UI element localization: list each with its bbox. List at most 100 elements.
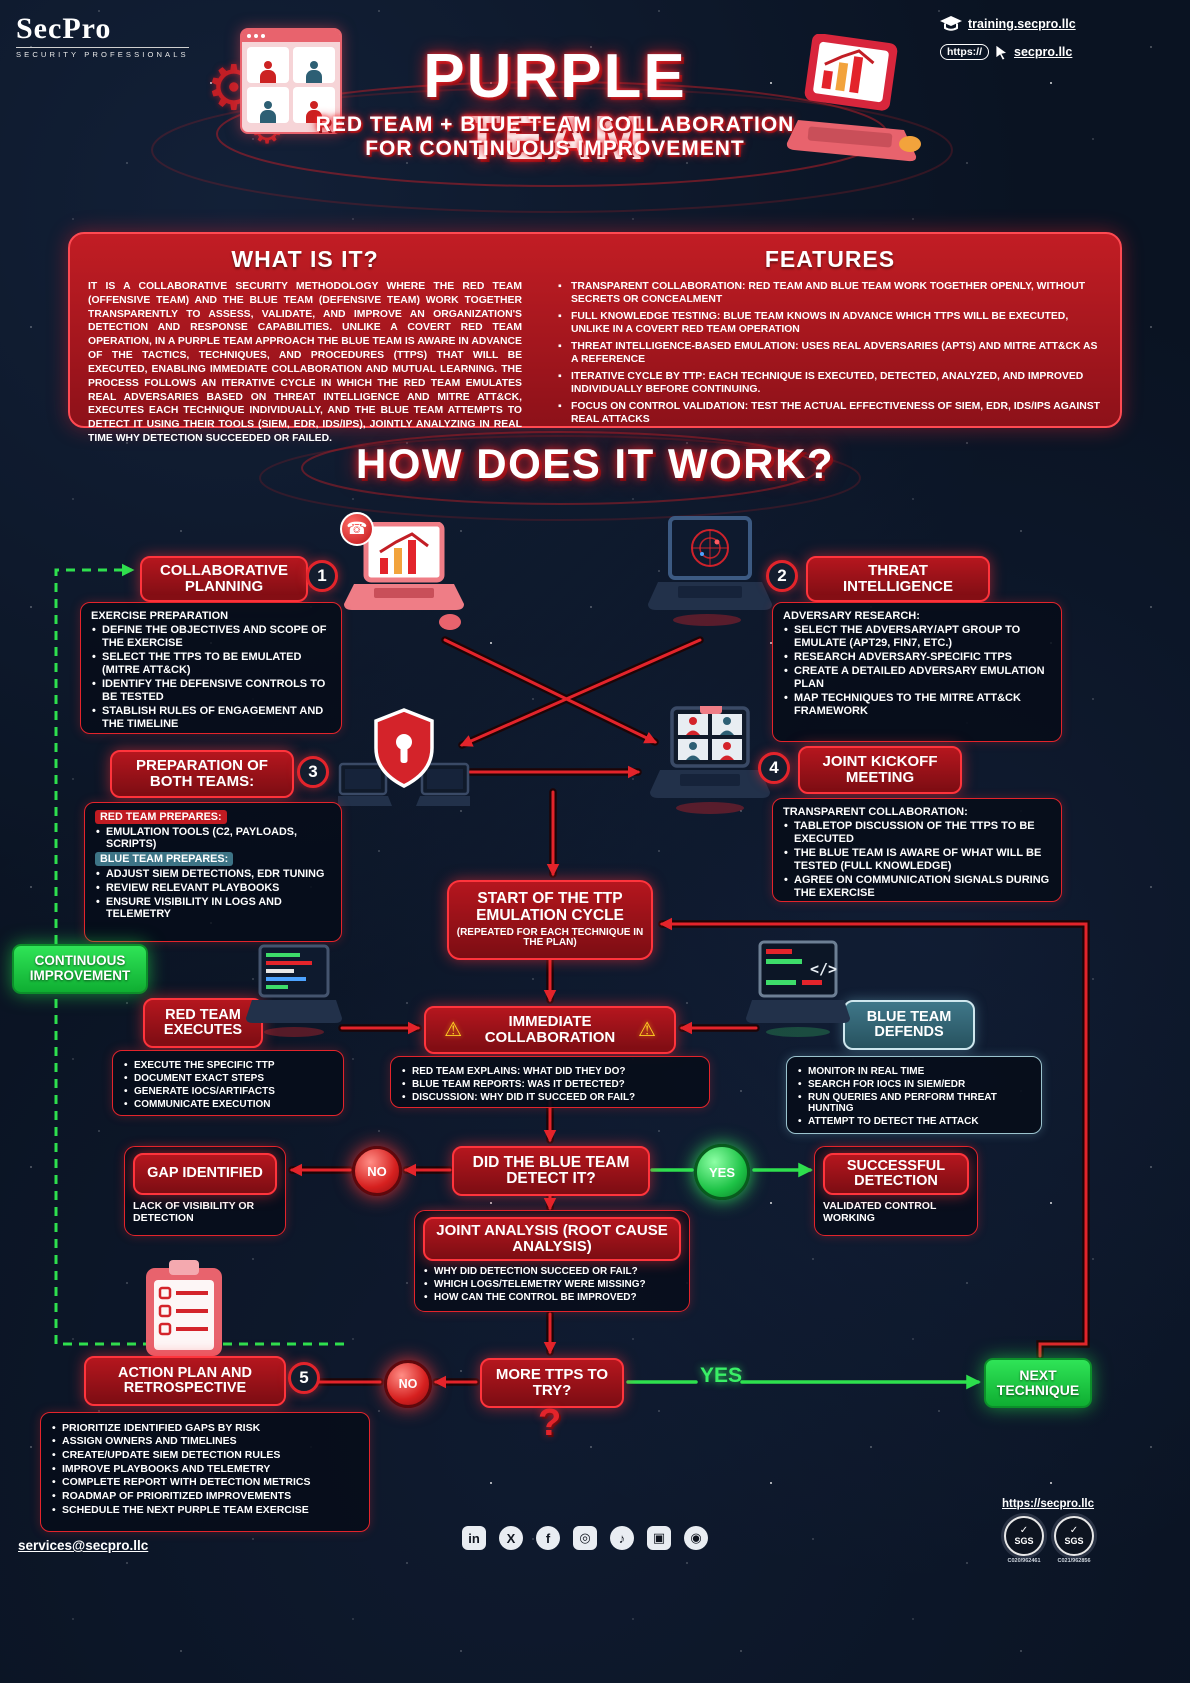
yes-label-more: YES (700, 1364, 743, 1387)
https-chip: https:// (940, 44, 989, 60)
linkedin-icon[interactable]: in (462, 1526, 486, 1550)
feature-item: THREAT INTELLIGENCE-BASED EMULATION: USE… (558, 340, 1102, 366)
gap-identified-title: GAP IDENTIFIED (133, 1153, 277, 1195)
step3-blue-items: ADJUST SIEM DETECTIONS, EDR TUNINGREVIEW… (95, 868, 331, 921)
successful-detection-title: SUCCESSFUL DETECTION (823, 1153, 969, 1195)
features-title: FEATURES (764, 246, 896, 272)
red-team-items: EXECUTE THE SPECIFIC TTPDOCUMENT EXACT S… (123, 1060, 333, 1111)
badge-org: SGS (1064, 1536, 1084, 1546)
step4-detail-box: TRANSPARENT COLLABORATION: TABLETOP DISC… (772, 798, 1062, 902)
list-item: ROADMAP OF PRIORITIZED IMPROVEMENTS (51, 1490, 359, 1502)
immediate-collaboration-title: IMMEDIATE COLLABORATION (484, 1013, 616, 1046)
step4-items: TABLETOP DISCUSSION OF THE TTPS TO BE EX… (783, 820, 1051, 900)
gap-identified-box: GAP IDENTIFIED LACK OF VISIBILITY OR DET… (124, 1146, 286, 1236)
list-item: EXECUTE THE SPECIFIC TTP (123, 1060, 333, 1072)
page-subtitle-2: FOR CONTINUOUS IMPROVEMENT (365, 137, 745, 160)
collaboration-detail-box: RED TEAM EXPLAINS: WHAT DID THEY DO?BLUE… (390, 1056, 710, 1108)
list-item: TABLETOP DISCUSSION OF THE TTPS TO BE EX… (783, 820, 1051, 846)
cycle-start-title: START OF THE TTP EMULATION CYCLE (476, 890, 624, 924)
email-link[interactable]: services@secpro.llc (18, 1538, 149, 1553)
list-item: ATTEMPT TO DETECT THE ATTACK (797, 1116, 1031, 1128)
certification-badges: ✓SGS C020/962461 ✓SGS C021/962856 (1004, 1516, 1094, 1564)
step2-detail-box: ADVERSARY RESEARCH: SELECT THE ADVERSARY… (772, 602, 1062, 742)
gap-identified-subtitle: LACK OF VISIBILITY OR DETECTION (133, 1200, 255, 1225)
continuous-improvement-box: CONTINUOUS IMPROVEMENT (12, 944, 148, 994)
what-is-it-title: WHAT IS IT? (231, 246, 379, 272)
list-item: AGREE ON COMMUNICATION SIGNALS DURING TH… (783, 874, 1051, 900)
feature-item: TRANSPARENT COLLABORATION: RED TEAM AND … (558, 280, 1102, 306)
list-item: CREATE/UPDATE SIEM DETECTION RULES (51, 1449, 359, 1461)
site-link-text[interactable]: secpro.llc (1014, 45, 1073, 59)
clipboard-icon (138, 1258, 230, 1367)
more-ttps-question-box: MORE TTPS TO TRY? (480, 1358, 624, 1408)
person-icon (260, 101, 276, 123)
training-link-text[interactable]: training.secpro.llc (968, 17, 1076, 31)
action-plan-items: PRIORITIZE IDENTIFIED GAPS BY RISKASSIGN… (51, 1422, 359, 1516)
window-titlebar (242, 30, 340, 42)
blue-team-laptop-icon: </> (744, 940, 850, 1049)
action-plan-number-badge: 5 (288, 1362, 320, 1394)
list-item: HOW CAN THE CONTROL BE IMPROVED? (423, 1292, 681, 1304)
successful-detection-box: SUCCESSFUL DETECTION VALIDATED CONTROL W… (814, 1146, 978, 1236)
step3-detail-box: RED TEAM PREPARES: EMULATION TOOLS (C2, … (84, 802, 342, 942)
list-item: COMMUNICATE EXECUTION (123, 1099, 333, 1111)
video-meeting-laptop-icon (648, 698, 770, 827)
joint-analysis-box: JOINT ANALYSIS (ROOT CAUSE ANALYSIS) WHY… (414, 1210, 690, 1312)
step3-red-items: EMULATION TOOLS (C2, PAYLOADS, SCRIPTS) (95, 826, 331, 851)
cycle-start-subtitle: (REPEATED FOR EACH TECHNIQUE IN THE PLAN… (456, 926, 644, 949)
list-item: DOCUMENT EXACT STEPS (123, 1073, 333, 1085)
step4-number-badge: 4 (758, 752, 790, 784)
step1-items: DEFINE THE OBJECTIVES AND SCOPE OF THE E… (91, 624, 331, 731)
sgs-badge: ✓SGS C021/962856 (1054, 1516, 1094, 1564)
logo-tagline: SECURITY PROFESSIONALS (16, 47, 189, 59)
shield-laptops-icon (334, 706, 474, 829)
footer-site-link[interactable]: https://secpro.llc (1002, 1498, 1095, 1510)
person-icon (260, 61, 276, 83)
twitch-icon[interactable]: ▣ (647, 1526, 671, 1550)
facebook-icon[interactable]: f (536, 1526, 560, 1550)
tiktok-icon[interactable]: ♪ (610, 1526, 634, 1550)
instagram-icon[interactable]: ◎ (573, 1526, 597, 1550)
detect-question-box: DID THE BLUE TEAM DETECT IT? (452, 1146, 650, 1196)
training-link[interactable]: training.secpro.llc (940, 16, 1076, 32)
planning-laptop-icon: ☎ (338, 512, 464, 645)
warning-icon: ⚠ (638, 1019, 656, 1041)
list-item: SCHEDULE THE NEXT PURPLE TEAM EXERCISE (51, 1504, 359, 1516)
list-item: SELECT THE TTPS TO BE EMULATED (MITRE AT… (91, 651, 331, 677)
step2-heading: ADVERSARY RESEARCH: (783, 610, 920, 622)
step4-heading: TRANSPARENT COLLABORATION: (783, 806, 968, 818)
list-item: THE BLUE TEAM IS AWARE OF WHAT WILL BE T… (783, 847, 1051, 873)
step4-header: JOINT KICKOFF MEETING (798, 746, 962, 794)
logo-text: SecPro (16, 12, 112, 45)
list-item: IMPROVE PLAYBOOKS AND TELEMETRY (51, 1463, 359, 1475)
video-call-window-icon (240, 28, 342, 134)
phone-icon: ☎ (340, 512, 374, 546)
x-icon[interactable]: X (499, 1526, 523, 1550)
site-link[interactable]: https:// secpro.llc (940, 44, 1072, 60)
joint-analysis-items: WHY DID DETECTION SUCCEED OR FAIL?WHICH … (423, 1266, 681, 1304)
list-item: MAP TECHNIQUES TO THE MITRE ATT&CK FRAME… (783, 692, 1051, 718)
badge-org: SGS (1014, 1536, 1034, 1546)
step2-number-badge: 2 (766, 560, 798, 592)
social-links: in X f ◎ ♪ ▣ ◉ (462, 1526, 708, 1550)
no-button-detect: NO (352, 1146, 402, 1196)
list-item: DEFINE THE OBJECTIVES AND SCOPE OF THE E… (91, 624, 331, 650)
github-icon[interactable]: ◉ (684, 1526, 708, 1550)
step2-items: SELECT THE ADVERSARY/APT GROUP TO EMULAT… (783, 624, 1051, 718)
no-button-more: NO (384, 1360, 432, 1408)
threat-intel-laptop-icon (642, 516, 772, 643)
red-team-laptop-icon (246, 944, 342, 1049)
list-item: DISCUSSION: WHY DID IT SUCCEED OR FAIL? (401, 1092, 699, 1104)
secpro-logo: SecPro SECURITY PROFESSIONALS (16, 12, 189, 59)
feature-item: FOCUS ON CONTROL VALIDATION: TEST THE AC… (558, 400, 1102, 426)
person-icon (306, 101, 322, 123)
yes-button-detect: YES (694, 1144, 750, 1200)
list-item: WHY DID DETECTION SUCCEED OR FAIL? (423, 1266, 681, 1278)
list-item: RUN QUERIES AND PERFORM THREAT HUNTING (797, 1092, 1031, 1115)
list-item: STABLISH RULES OF ENGAGEMENT AND THE TIM… (91, 705, 331, 731)
list-item: PRIORITIZE IDENTIFIED GAPS BY RISK (51, 1422, 359, 1434)
page-subtitle-1: RED TEAM + BLUE TEAM COLLABORATION (315, 113, 795, 136)
features-list: TRANSPARENT COLLABORATION: RED TEAM AND … (558, 280, 1102, 426)
